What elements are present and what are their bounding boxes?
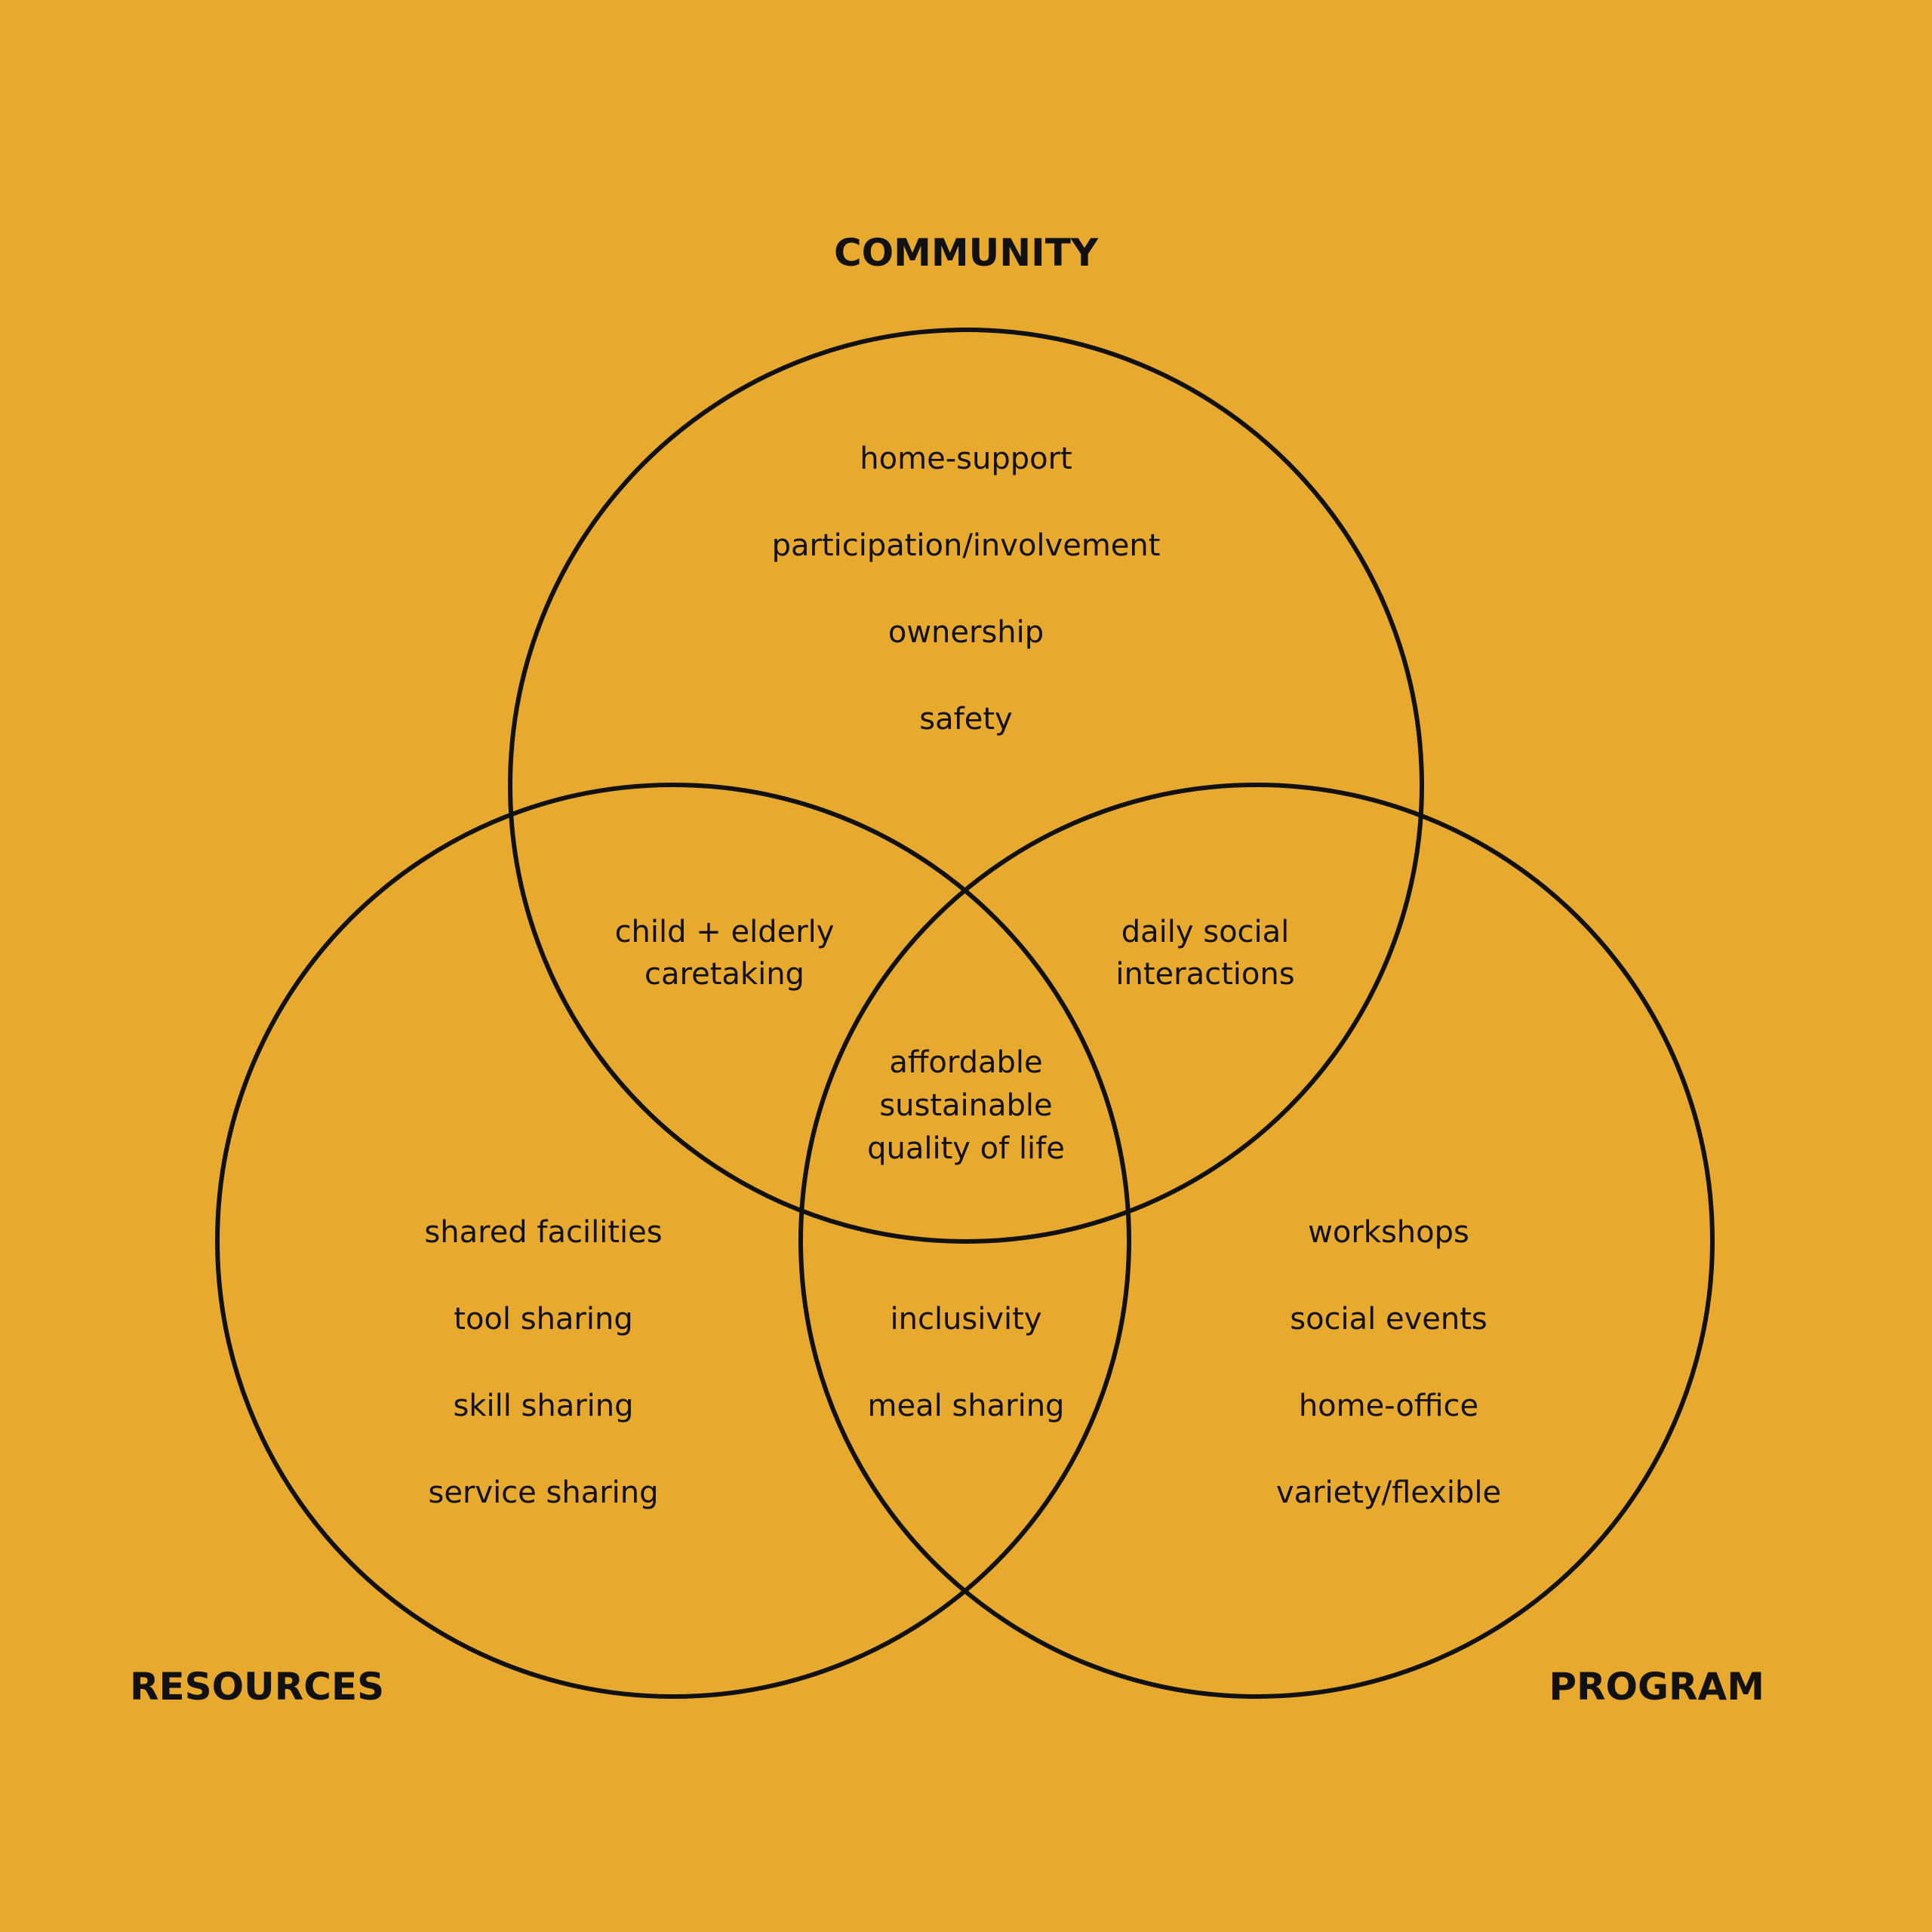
resources-program-item: inclusivity bbox=[890, 1302, 1041, 1337]
community-item: participation/involvement bbox=[772, 528, 1161, 563]
resources-program-item: meal sharing bbox=[868, 1389, 1065, 1423]
resources-item: shared facilities bbox=[424, 1215, 662, 1250]
resources-circle bbox=[215, 783, 1131, 1699]
all-three-item: quality of life bbox=[867, 1131, 1065, 1166]
resources-item: skill sharing bbox=[453, 1389, 633, 1423]
program-label: PROGRAM bbox=[1549, 1665, 1764, 1709]
resources-label: RESOURCES bbox=[130, 1665, 384, 1709]
community-program-item: interactions bbox=[1115, 957, 1294, 992]
community-program-item: daily social bbox=[1121, 915, 1290, 949]
community-label: COMMUNITY bbox=[834, 231, 1099, 275]
resources-item: service sharing bbox=[429, 1475, 659, 1510]
resources-item: tool sharing bbox=[454, 1302, 632, 1337]
community-circle bbox=[508, 328, 1424, 1244]
all-three-item: sustainable bbox=[879, 1088, 1052, 1123]
program-item: workshops bbox=[1308, 1215, 1469, 1250]
program-circle bbox=[798, 783, 1715, 1699]
program-item: variety/flexible bbox=[1276, 1475, 1501, 1510]
all-three-item: affordable bbox=[889, 1045, 1042, 1080]
community-item: ownership bbox=[888, 615, 1044, 650]
community-resources-item: caretaking bbox=[645, 957, 804, 992]
community-item: home-support bbox=[860, 441, 1072, 476]
program-item: social events bbox=[1290, 1302, 1487, 1337]
community-resources-item: child + elderly bbox=[615, 915, 835, 949]
program-item: home-office bbox=[1299, 1389, 1478, 1423]
community-item: safety bbox=[919, 702, 1012, 737]
